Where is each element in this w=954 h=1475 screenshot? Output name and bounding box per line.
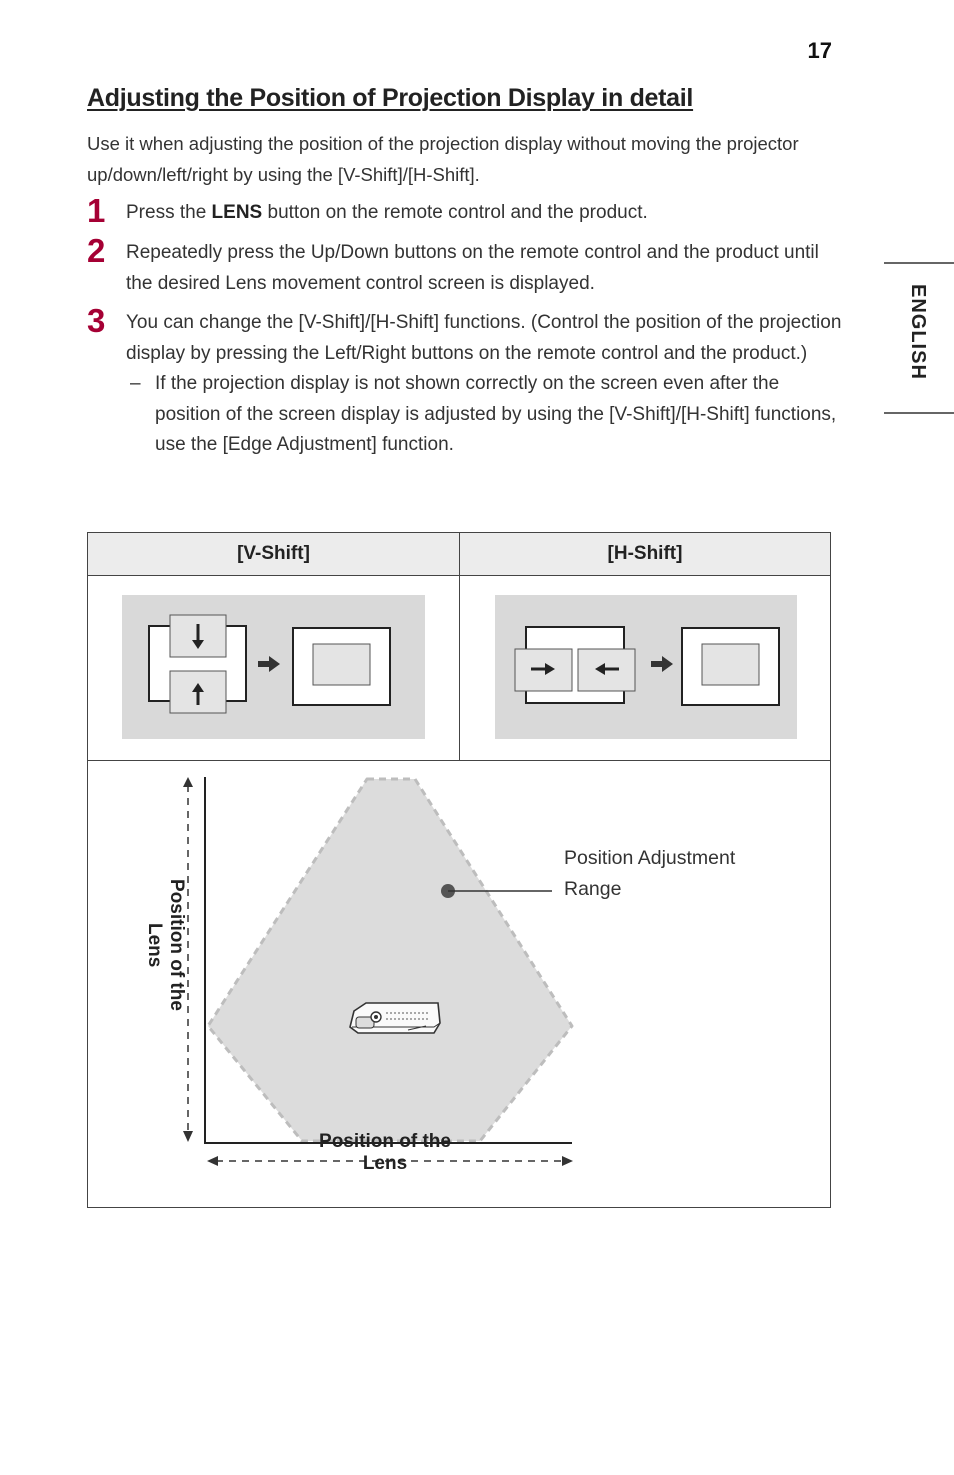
horizontal-range-arrow [207, 1156, 573, 1166]
result-image [312, 643, 371, 686]
page-title: Adjusting the Position of Projection Dis… [87, 84, 694, 112]
step-text: button on the remote control and the pro… [262, 202, 648, 223]
note-text: If the projection display is not shown c… [155, 373, 837, 455]
arrow-right-icon [651, 656, 673, 672]
side-tab-label: ENGLISH [907, 284, 929, 380]
step-3: 3 You can change the [V-Shift]/[H-Shift]… [87, 302, 847, 461]
h-shift-diagram [495, 595, 797, 739]
page-number: 17 [807, 38, 832, 63]
projector-icon [349, 1002, 441, 1034]
arrow-right-icon [531, 663, 555, 675]
arrow-down-icon [192, 624, 204, 649]
position-adjustment-range-label: Position Adjustment Range [564, 847, 736, 900]
language-side-tab: ENGLISH [884, 262, 954, 414]
h-shift-header: [H-Shift] [607, 543, 683, 564]
step-number: 2 [87, 232, 106, 269]
lens-shift-table: [V-Shift] [H-Shift] [87, 532, 831, 1208]
step-note: – If the projection display is not shown… [126, 369, 847, 461]
step-text: Repeatedly press the Up/Down buttons on … [126, 242, 819, 294]
step-text: Press the [126, 202, 212, 223]
up-key [169, 670, 227, 714]
row-divider [88, 760, 830, 761]
x-axis-label: Position of the Lens [319, 1131, 451, 1174]
note-dash: – [130, 373, 141, 394]
step-1: 1 Press the LENS button on the remote co… [87, 192, 847, 236]
v-shift-header: [V-Shift] [237, 543, 310, 564]
callout-leader [441, 884, 552, 898]
position-range-diagram [183, 777, 574, 1166]
intro-paragraph: Use it when adjusting the position of th… [87, 133, 799, 185]
v-shift-diagram [122, 595, 425, 739]
step-number: 1 [87, 192, 106, 229]
step-text: You can change the [V-Shift]/[H-Shift] f… [126, 312, 842, 364]
side-tab-top-rule [884, 262, 954, 264]
lens-key-label: LENS [211, 202, 263, 223]
arrow-left-icon [595, 663, 619, 675]
vertical-range-arrow [183, 777, 193, 1142]
result-image [701, 643, 760, 686]
step-number: 3 [87, 302, 106, 339]
arrow-right-icon [258, 656, 280, 672]
step-2: 2 Repeatedly press the Up/Down buttons o… [87, 232, 847, 308]
side-tab-bottom-rule [884, 412, 954, 414]
column-divider [459, 533, 460, 760]
arrow-up-icon [192, 683, 204, 705]
step-list: 1 Press the LENS button on the remote co… [87, 192, 847, 461]
adjustment-range-hexagon [206, 777, 574, 1143]
y-axis-label: Position of the Lens [144, 879, 187, 1011]
